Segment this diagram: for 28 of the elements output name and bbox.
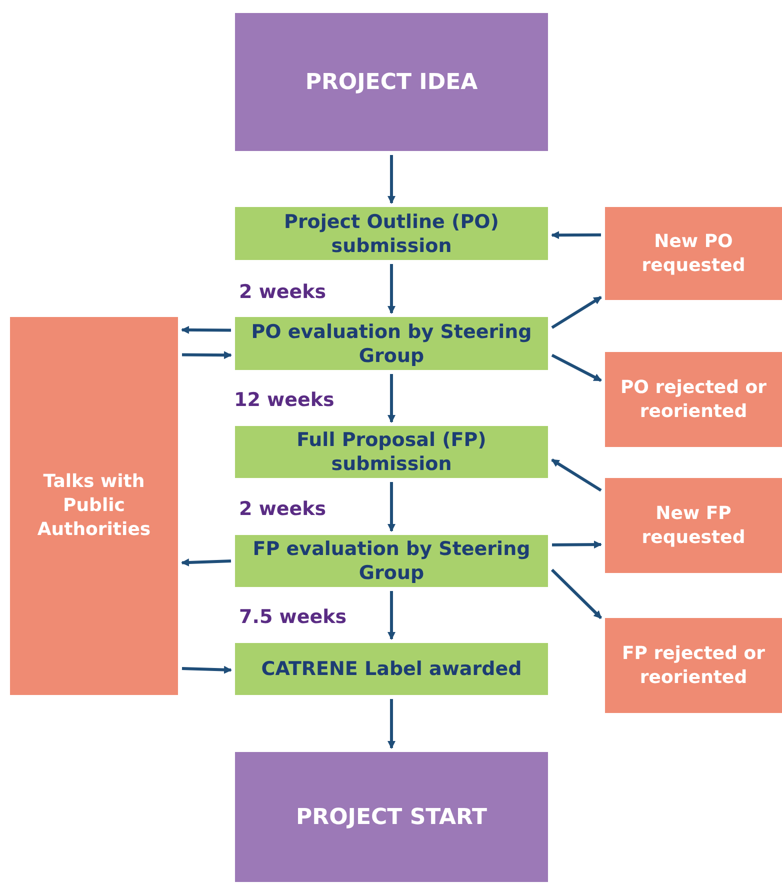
arrow <box>551 458 602 492</box>
arrow <box>388 482 396 532</box>
start-end-box: PROJECT START <box>235 752 548 882</box>
arrow <box>551 231 601 240</box>
arrow <box>388 155 396 204</box>
start-end-box: PROJECT IDEA <box>235 13 548 151</box>
outcome-box: New FP requested <box>605 478 782 573</box>
outcome-box: PO rejected or reoriented <box>605 352 782 447</box>
arrow <box>388 591 396 640</box>
arrow <box>181 326 232 334</box>
process-box: Project Outline (PO) submission <box>235 207 548 260</box>
outcome-box: FP rejected or reoriented <box>605 618 782 713</box>
arrow <box>388 699 396 749</box>
arrow <box>388 374 396 423</box>
process-box: PO evaluation by Steering Group <box>235 317 548 370</box>
arrow <box>552 540 602 549</box>
arrow <box>182 666 232 674</box>
arrow <box>181 558 232 566</box>
process-box: CATRENE Label awarded <box>235 643 548 695</box>
arrow <box>551 296 602 329</box>
arrow <box>182 351 232 360</box>
arrow <box>388 264 396 314</box>
outcome-box: Talks with Public Authorities <box>10 317 178 695</box>
arrow <box>550 568 602 620</box>
arrow <box>551 354 602 382</box>
outcome-box: New PO requested <box>605 207 782 300</box>
process-box: Full Proposal (FP) submission <box>235 426 548 478</box>
process-box: FP evaluation by Steering Group <box>235 535 548 587</box>
